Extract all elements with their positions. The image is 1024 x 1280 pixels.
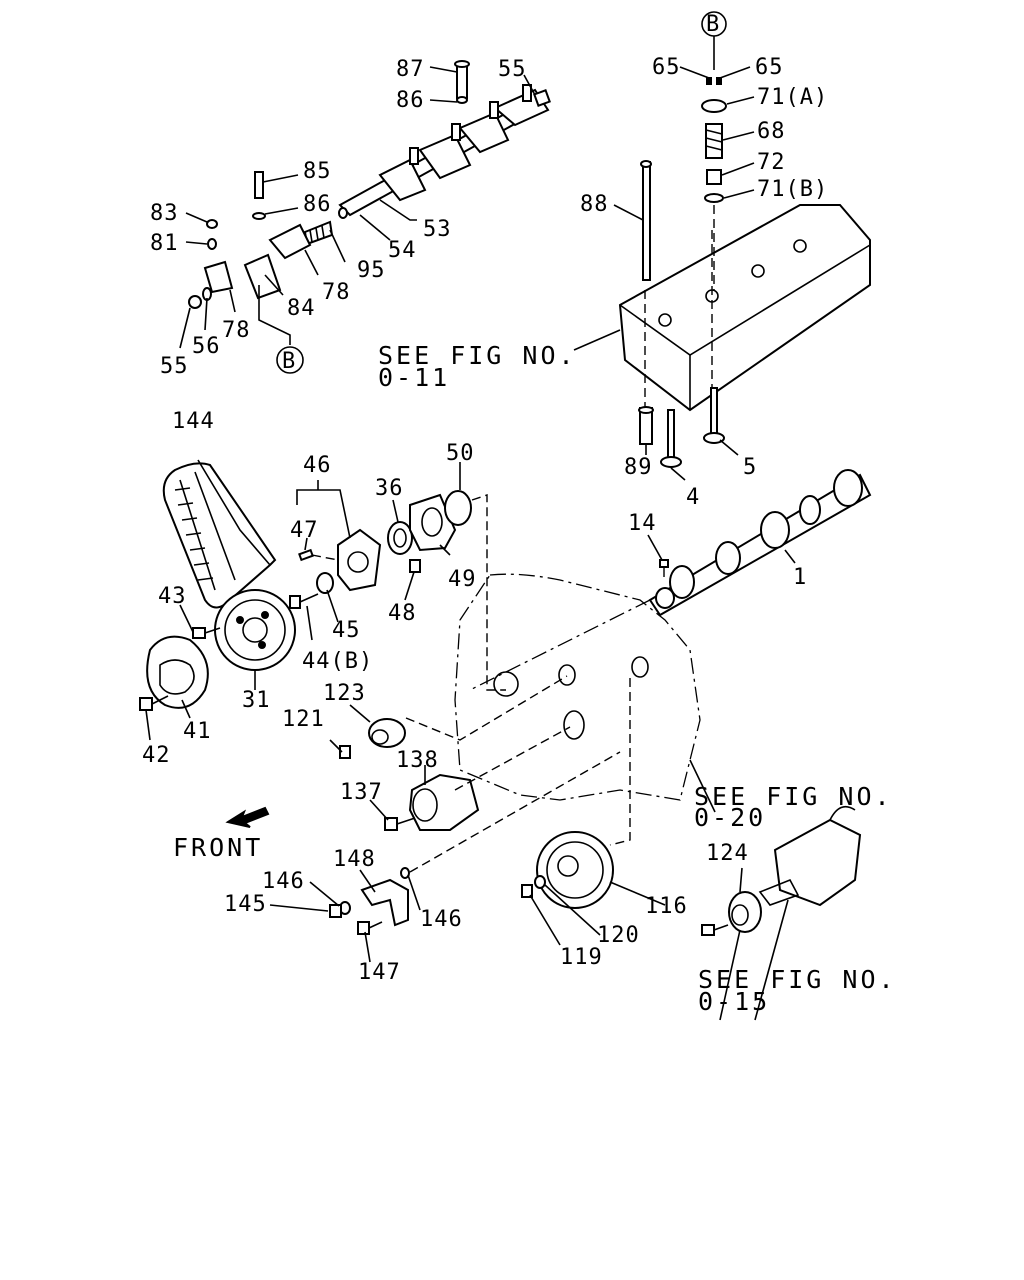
label-88: 88 — [580, 192, 609, 217]
camshaft — [648, 469, 872, 617]
label-146: 146 — [262, 869, 305, 894]
label-85: 85 — [303, 159, 332, 184]
engine-block-outline — [454, 573, 701, 801]
label-123: 123 — [323, 681, 366, 706]
label-83: 83 — [150, 201, 179, 226]
label-71b: 71(B) — [757, 177, 828, 202]
idler-and-tensioner — [339, 718, 480, 831]
label-55: 55 — [498, 57, 527, 82]
label-43: 43 — [158, 584, 187, 609]
see-fig-0-11: SEE FIG NO. — [378, 341, 577, 370]
label-81: 81 — [150, 231, 179, 256]
label-148: 148 — [333, 847, 376, 872]
label-50: 50 — [446, 441, 475, 466]
camshaft-pulley — [214, 589, 296, 671]
label-119: 119 — [560, 945, 603, 970]
label-147: 147 — [358, 960, 401, 985]
see-fig-0-20-number: 0-20 — [694, 803, 766, 832]
rear-plate — [146, 635, 209, 709]
label-87: 87 — [396, 57, 425, 82]
label-49: 49 — [448, 567, 477, 592]
label-1: 1 — [793, 565, 807, 590]
circle-b-label: B — [282, 349, 296, 374]
assembly-paths — [405, 494, 631, 873]
bracket-assembly — [329, 867, 410, 935]
front-label: FRONT — [173, 833, 263, 862]
label-47: 47 — [290, 518, 319, 543]
push-rod — [640, 160, 652, 281]
label-86: 86 — [396, 88, 425, 113]
cylinder-head — [618, 204, 871, 420]
idler-gear — [521, 831, 614, 909]
label-95: 95 — [357, 258, 386, 283]
label-86: 86 — [303, 192, 332, 217]
label-84: 84 — [287, 296, 316, 321]
label-65: 65 — [652, 55, 681, 80]
label-124: 124 — [706, 841, 749, 866]
label-46: 46 — [303, 453, 332, 478]
valve-train — [701, 11, 727, 290]
label-53: 53 — [423, 217, 452, 242]
label-138: 138 — [396, 748, 439, 773]
label-45: 45 — [332, 618, 361, 643]
label-42: 42 — [142, 743, 171, 768]
label-120: 120 — [597, 923, 640, 948]
see-fig-0-20: SEE FIG NO. — [694, 782, 893, 811]
part-labels: 87 55 86 85 86 83 81 53 54 95 78 84 78 5… — [142, 12, 828, 985]
label-68: 68 — [757, 119, 786, 144]
label-144: 144 — [172, 409, 215, 434]
label-48: 48 — [388, 601, 417, 626]
label-78: 78 — [322, 280, 351, 305]
label-44b: 44(B) — [302, 649, 373, 674]
label-5: 5 — [743, 455, 757, 480]
label-121: 121 — [282, 707, 325, 732]
label-56: 56 — [192, 334, 221, 359]
label-78: 78 — [222, 318, 251, 343]
see-fig-0-15-number: 0-15 — [698, 987, 770, 1016]
label-71a: 71(A) — [757, 85, 828, 110]
circle-b-label: B — [706, 12, 720, 37]
label-89: 89 — [624, 455, 653, 480]
see-fig-0-15: SEE FIG NO. — [698, 965, 897, 994]
valves — [638, 387, 725, 468]
front-arrow-icon — [225, 806, 270, 828]
label-145: 145 — [224, 892, 267, 917]
label-14: 14 — [628, 511, 657, 536]
label-146: 146 — [420, 907, 463, 932]
label-72: 72 — [757, 150, 786, 175]
see-fig-0-11-number: 0-11 — [378, 363, 450, 392]
label-41: 41 — [183, 719, 212, 744]
label-116: 116 — [645, 894, 688, 919]
label-4: 4 — [686, 485, 700, 510]
label-31: 31 — [242, 688, 271, 713]
label-65: 65 — [755, 55, 784, 80]
timing-belt — [162, 462, 277, 609]
label-137: 137 — [340, 780, 383, 805]
label-55: 55 — [160, 354, 189, 379]
hub-and-seal — [298, 490, 472, 592]
label-36: 36 — [375, 476, 404, 501]
circle-b-marker — [276, 346, 304, 374]
leader-lines — [145, 66, 796, 1021]
rocker-arm-assembly — [188, 60, 551, 374]
crankshaft — [701, 805, 862, 936]
figure-references: SEE FIG NO. 0-11 SEE FIG NO. 0-20 SEE FI… — [173, 341, 897, 1016]
label-54: 54 — [388, 238, 417, 263]
bolts-left — [139, 572, 334, 711]
